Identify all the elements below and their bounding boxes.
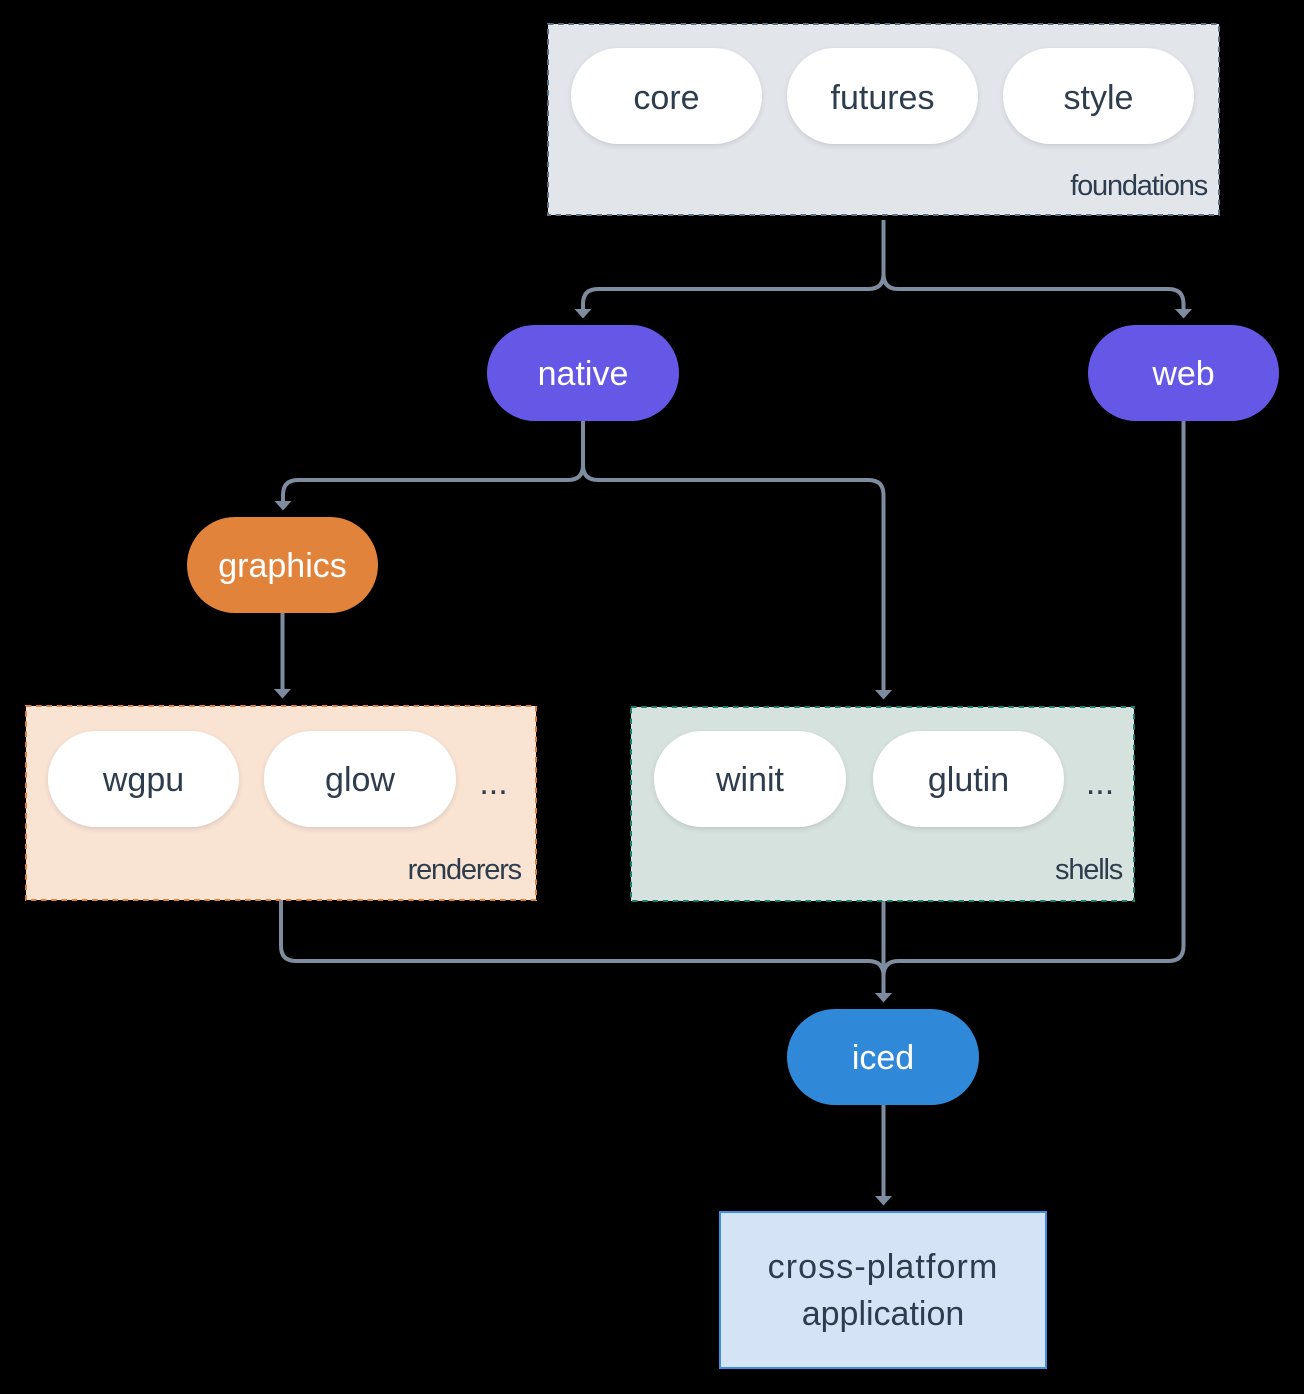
- svg-text:graphics: graphics: [218, 547, 347, 585]
- svg-text:foundations: foundations: [1070, 170, 1207, 202]
- svg-text:application: application: [802, 1295, 965, 1333]
- svg-text:core: core: [633, 79, 699, 117]
- svg-text:winit: winit: [715, 761, 785, 799]
- svg-text:wgpu: wgpu: [102, 761, 184, 799]
- svg-text:native: native: [538, 355, 629, 393]
- svg-text:style: style: [1064, 79, 1134, 117]
- svg-text:iced: iced: [852, 1039, 914, 1077]
- svg-text:...: ...: [1086, 764, 1114, 802]
- svg-text:web: web: [1151, 355, 1214, 393]
- svg-text:...: ...: [479, 764, 507, 802]
- svg-text:futures: futures: [831, 79, 935, 117]
- svg-text:cross-platform: cross-platform: [768, 1248, 999, 1286]
- svg-text:renderers: renderers: [408, 854, 522, 886]
- svg-text:glutin: glutin: [928, 761, 1009, 799]
- svg-text:glow: glow: [325, 761, 395, 799]
- svg-text:shells: shells: [1055, 854, 1123, 886]
